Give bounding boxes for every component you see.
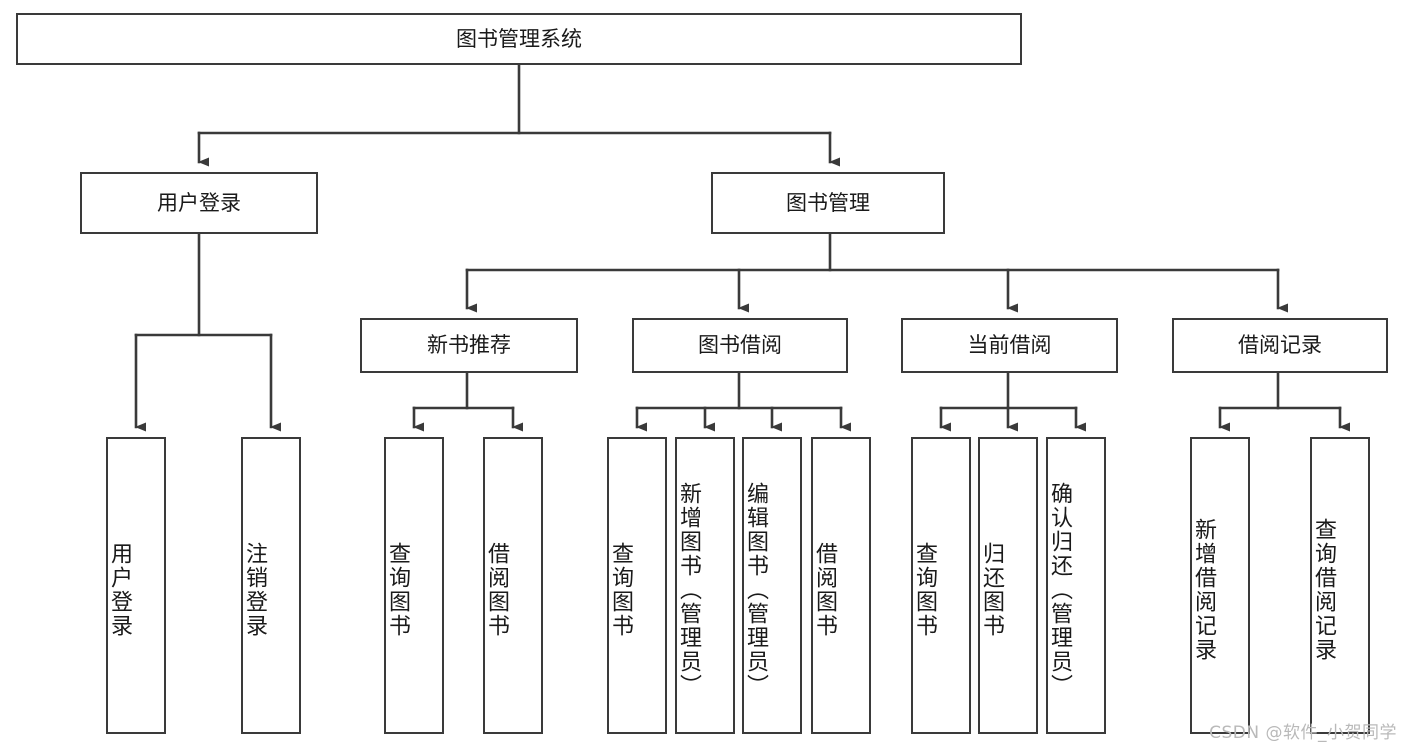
node-leaf-return-book-label: 归还图书 bbox=[979, 542, 1004, 638]
node-new-book-recommendation-label: 新书推荐 bbox=[427, 333, 511, 358]
node-leaf-query-book-1[interactable]: 查询图书 bbox=[384, 437, 444, 734]
node-leaf-user-login-label: 用户登录 bbox=[107, 542, 132, 638]
node-leaf-query-book-3[interactable]: 查询图书 bbox=[911, 437, 971, 734]
node-root[interactable]: 图书管理系统 bbox=[16, 13, 1022, 65]
node-leaf-borrow-book-1-label: 借阅图书 bbox=[484, 542, 509, 638]
node-leaf-query-record-label: 查询借阅记录 bbox=[1311, 518, 1336, 662]
node-new-book-recommendation[interactable]: 新书推荐 bbox=[360, 318, 578, 373]
csdn-watermark: CSDN @软件_小贺同学 bbox=[1209, 723, 1397, 743]
node-leaf-borrow-book-2[interactable]: 借阅图书 bbox=[811, 437, 871, 734]
node-leaf-add-book-label: 新增图书（管理员） bbox=[676, 482, 701, 698]
node-leaf-logout-label: 注销登录 bbox=[242, 542, 267, 638]
node-user-login[interactable]: 用户登录 bbox=[80, 172, 318, 234]
node-leaf-add-record-label: 新增借阅记录 bbox=[1191, 518, 1216, 662]
node-user-login-label: 用户登录 bbox=[157, 190, 241, 215]
node-leaf-return-book[interactable]: 归还图书 bbox=[978, 437, 1038, 734]
node-leaf-edit-book-label: 编辑图书（管理员） bbox=[743, 482, 768, 698]
node-leaf-confirm-return-label: 确认归还（管理员） bbox=[1047, 482, 1072, 698]
node-leaf-add-book[interactable]: 新增图书（管理员） bbox=[675, 437, 735, 734]
node-current-borrow[interactable]: 当前借阅 bbox=[901, 318, 1118, 373]
node-book-borrow[interactable]: 图书借阅 bbox=[632, 318, 848, 373]
node-current-borrow-label: 当前借阅 bbox=[967, 333, 1052, 358]
node-book-manage[interactable]: 图书管理 bbox=[711, 172, 945, 234]
node-leaf-user-login[interactable]: 用户登录 bbox=[106, 437, 166, 734]
node-root-label: 图书管理系统 bbox=[456, 26, 582, 51]
node-leaf-confirm-return[interactable]: 确认归还（管理员） bbox=[1046, 437, 1106, 734]
node-book-manage-label: 图书管理 bbox=[786, 190, 870, 215]
node-leaf-query-book-2-label: 查询图书 bbox=[608, 542, 633, 638]
node-leaf-edit-book[interactable]: 编辑图书（管理员） bbox=[742, 437, 802, 734]
node-leaf-borrow-book-2-label: 借阅图书 bbox=[812, 542, 837, 638]
node-borrow-record-label: 借阅记录 bbox=[1238, 333, 1322, 358]
node-book-borrow-label: 图书借阅 bbox=[698, 333, 782, 358]
node-leaf-borrow-book-1[interactable]: 借阅图书 bbox=[483, 437, 543, 734]
node-leaf-query-book-3-label: 查询图书 bbox=[912, 542, 937, 638]
node-leaf-add-record[interactable]: 新增借阅记录 bbox=[1190, 437, 1250, 734]
node-leaf-query-record[interactable]: 查询借阅记录 bbox=[1310, 437, 1370, 734]
node-borrow-record[interactable]: 借阅记录 bbox=[1172, 318, 1388, 373]
node-leaf-logout[interactable]: 注销登录 bbox=[241, 437, 301, 734]
node-leaf-query-book-2[interactable]: 查询图书 bbox=[607, 437, 667, 734]
node-leaf-query-book-1-label: 查询图书 bbox=[385, 542, 410, 638]
